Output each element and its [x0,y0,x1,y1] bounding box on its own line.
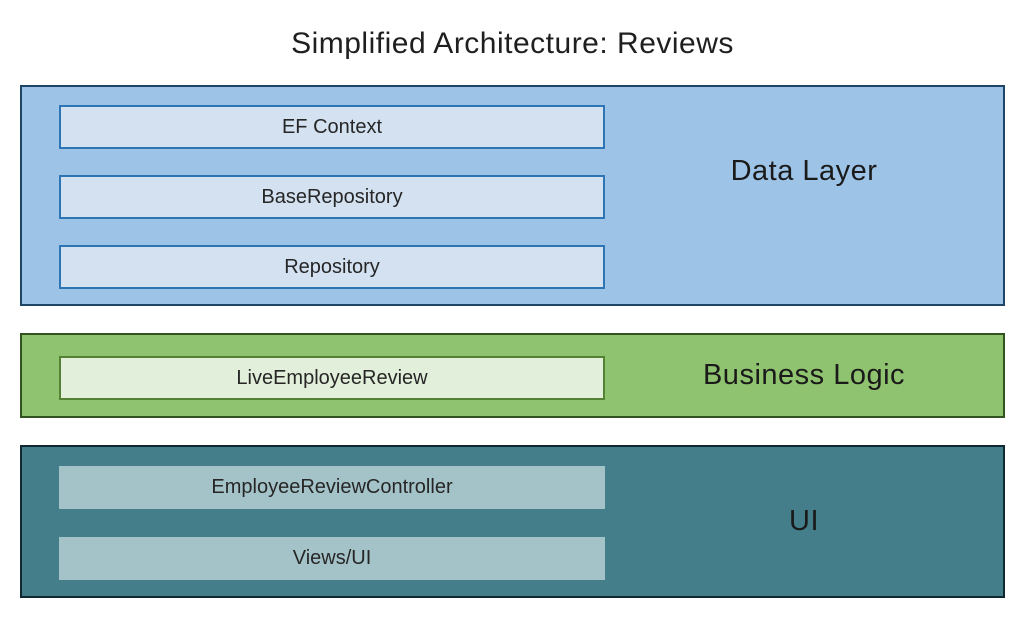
component-box-live-employee-review: LiveEmployeeReview [59,356,605,400]
component-box-repository: Repository [59,245,605,289]
component-box-base-repository: BaseRepository [59,175,605,219]
layer-label-business-logic: Business Logic [702,359,906,391]
component-box-ef-context: EF Context [59,105,605,149]
layer-business-logic: LiveEmployeeReview Business Logic [20,333,1005,418]
layer-label-ui: UI [789,505,819,537]
component-box-views-ui: Views/UI [59,537,605,580]
diagram-title: Simplified Architecture: Reviews [291,27,734,60]
layer-label-data: Data Layer [730,155,878,187]
component-box-employee-review-controller: EmployeeReviewController [59,466,605,509]
layer-ui: EmployeeReviewController Views/UI UI [20,445,1005,598]
layer-data: EF Context BaseRepository Repository Dat… [20,85,1005,306]
